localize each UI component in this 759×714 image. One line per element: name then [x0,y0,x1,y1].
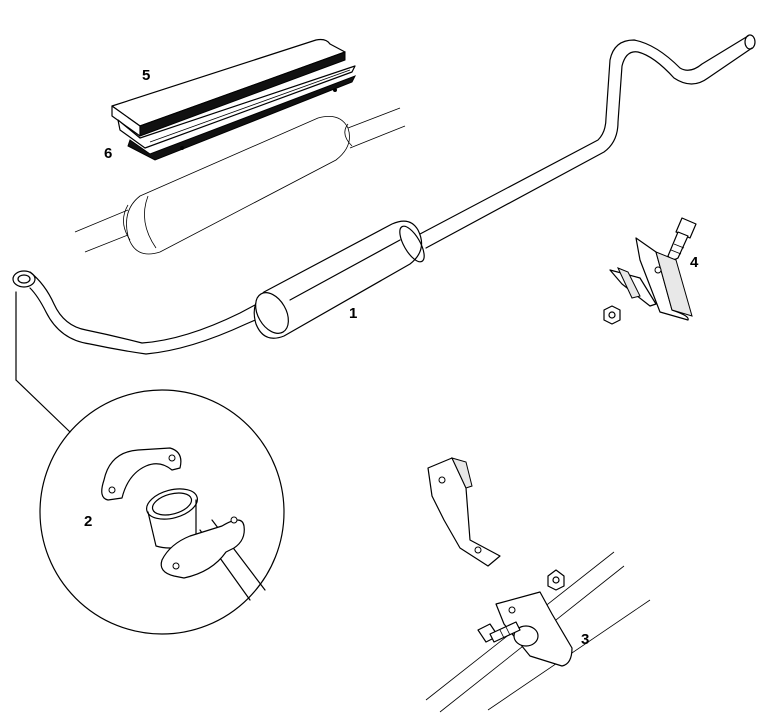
callout-5: 5 [142,67,150,84]
muffler [253,220,425,339]
callout-6: 6 [104,145,112,162]
rear-mount-bracket [425,457,651,713]
callout-4: 4 [690,254,699,271]
heat-shield-plate [111,38,357,161]
callout-1: 1 [349,305,357,322]
callout-3: 3 [581,631,589,648]
hanger-bracket-kit [603,217,697,325]
exhaust-pipe [12,34,756,355]
callout-2: 2 [84,513,92,530]
callout-labels: 1 2 3 4 5 6 [84,67,699,648]
ghost-muffler-assembly [74,107,406,255]
clamp-detail-inset [15,291,285,635]
